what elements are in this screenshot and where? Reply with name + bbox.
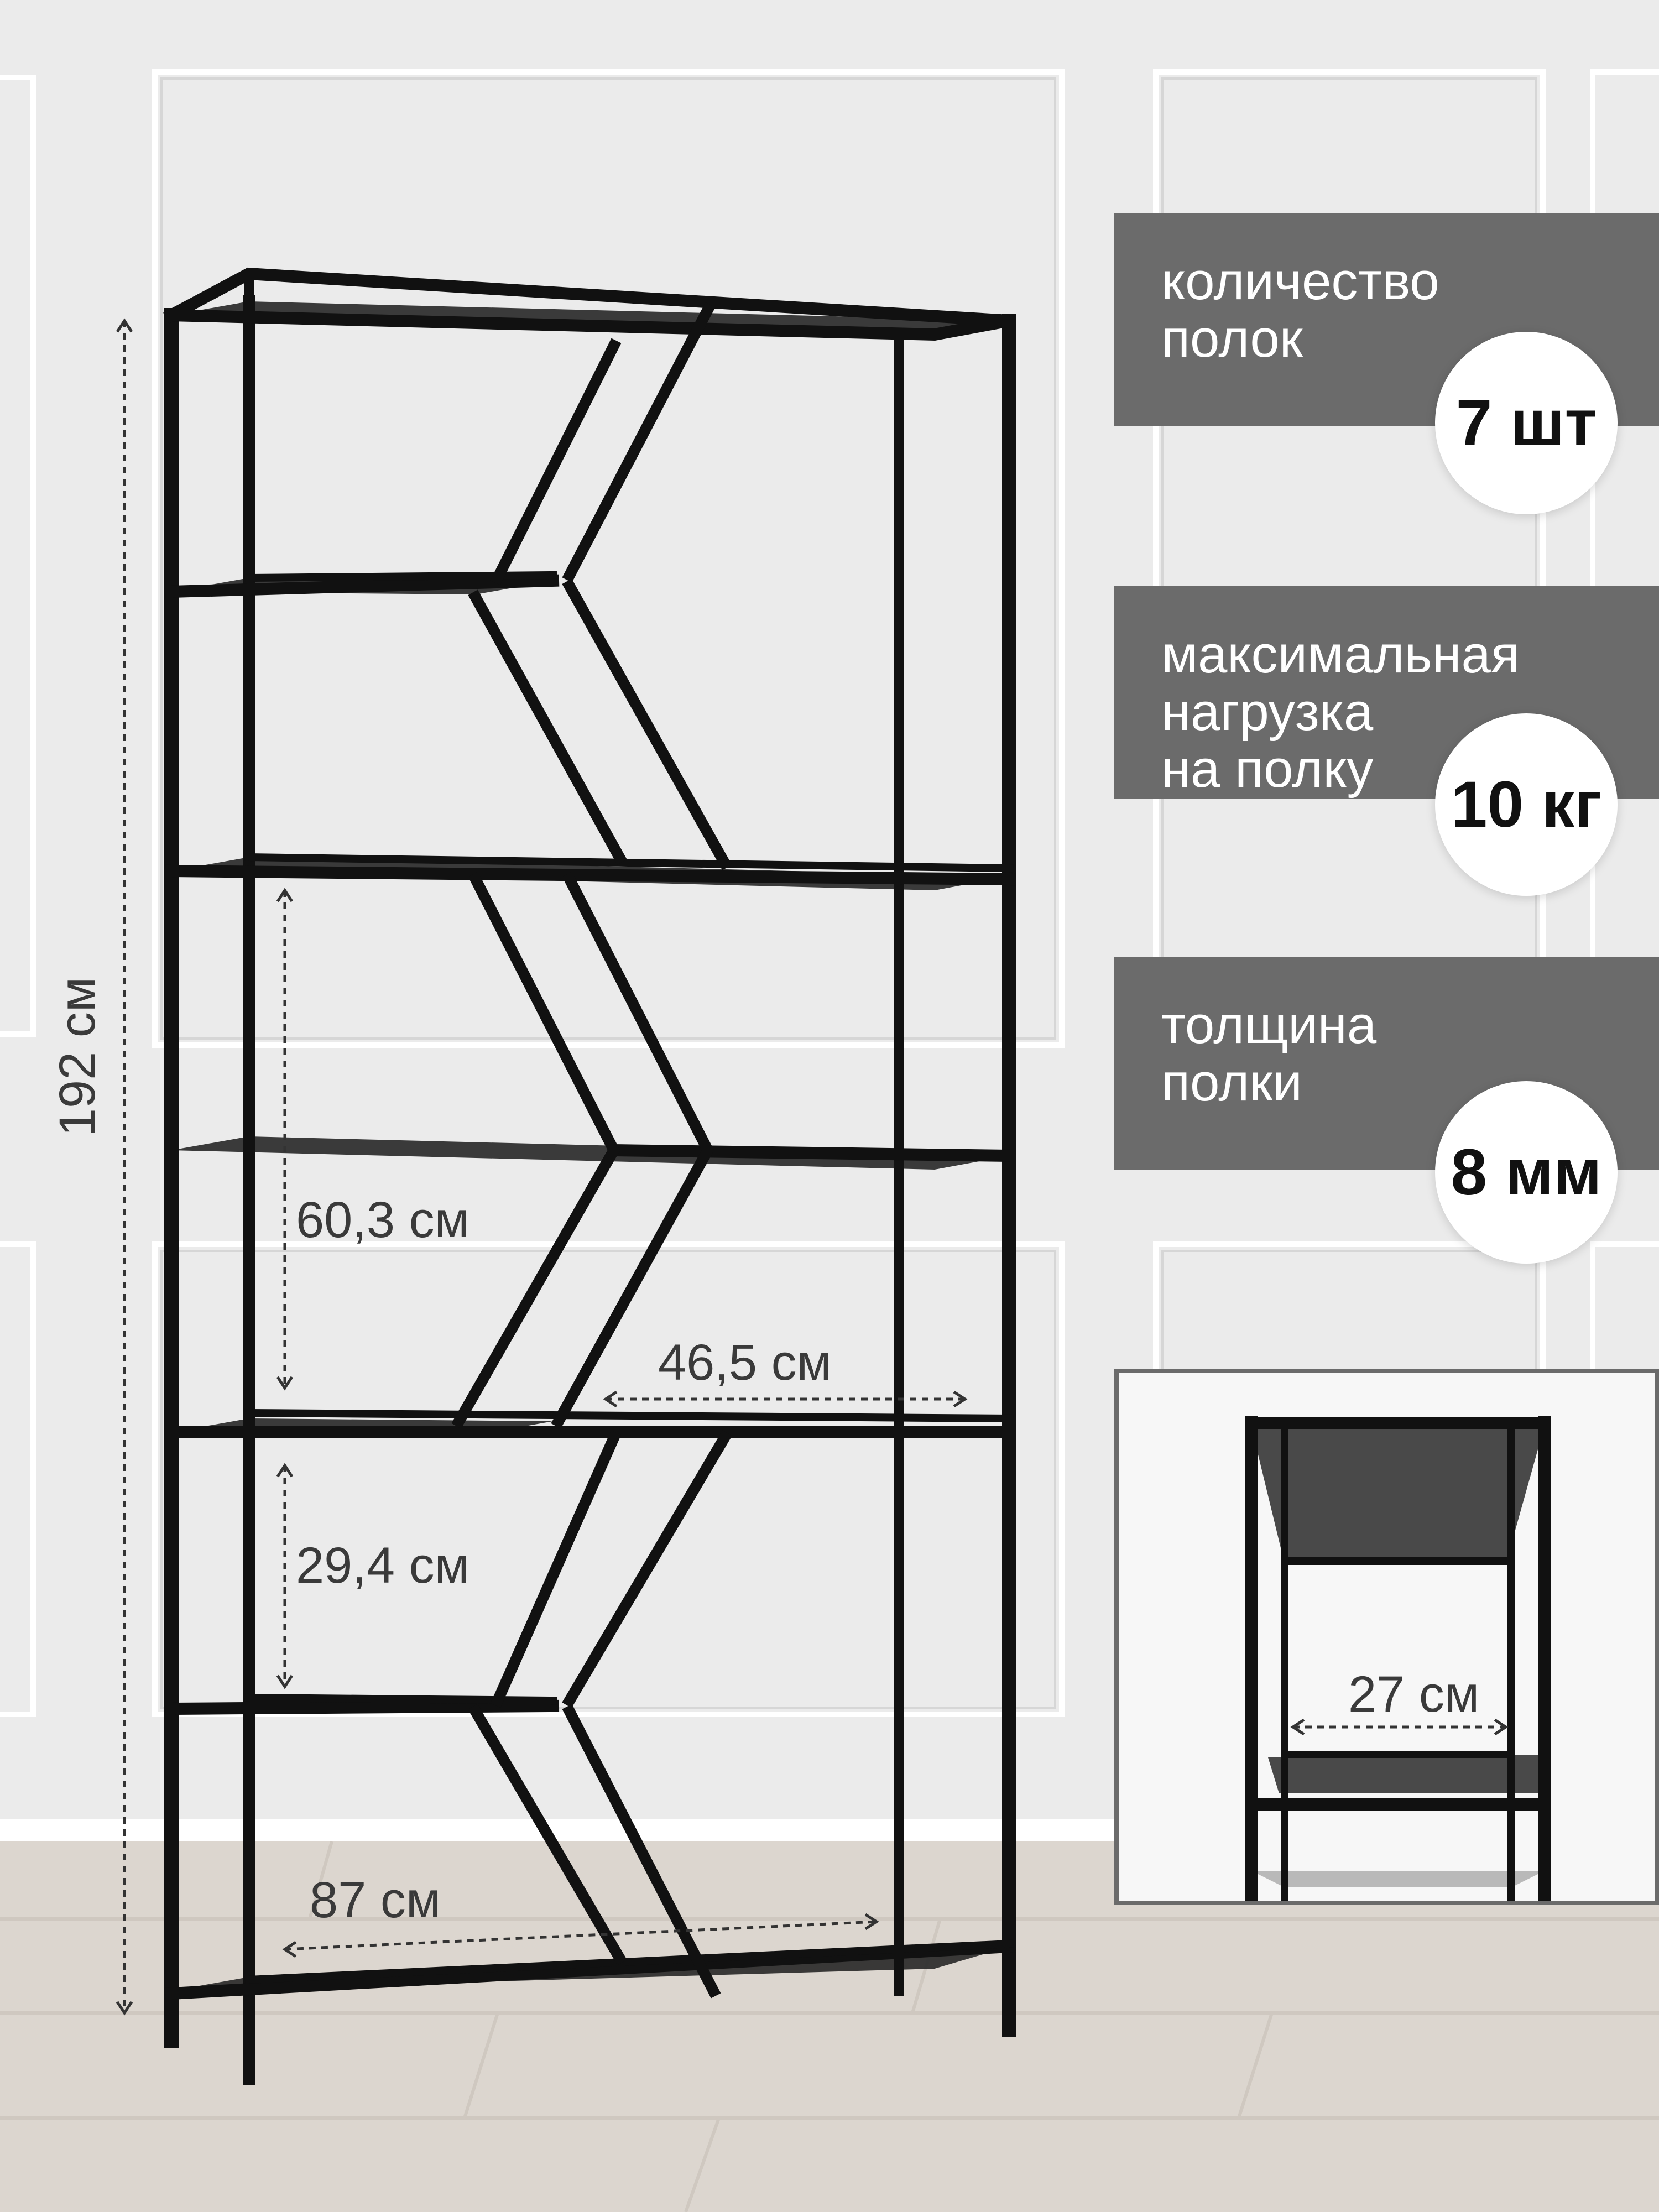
side-view-inset: 27 см <box>1114 1369 1659 1905</box>
shelf-frame <box>163 267 1016 2085</box>
spec-label-line: на полку <box>1161 739 1374 799</box>
floor-planks <box>0 1841 1659 2212</box>
spec-value-badge: 10 кг <box>1435 713 1618 896</box>
height-total-label: 192 см <box>49 977 106 1137</box>
inner-width-label: 46,5 см <box>658 1334 832 1391</box>
spec-label-line: полок <box>1161 309 1303 368</box>
width-arrow <box>284 1920 877 1951</box>
shelf-gap-large-label: 60,3 см <box>296 1192 469 1248</box>
spec-label-line: количество <box>1161 252 1439 311</box>
side-view-illustration <box>1245 1416 1551 1901</box>
spec-label-line: максимальная <box>1161 625 1520 684</box>
dimension-arrows <box>123 321 965 2013</box>
spec-value-badge: 7 шт <box>1435 332 1618 514</box>
spec-label-line: толщина <box>1161 995 1377 1055</box>
spec-label-line: нагрузка <box>1161 682 1374 742</box>
width-label: 87 см <box>310 1872 441 1928</box>
depth-label: 27 см <box>1348 1666 1480 1723</box>
shelf-gap-small-label: 29,4 см <box>296 1537 469 1594</box>
spec-label-line: полки <box>1161 1052 1302 1112</box>
arrowheads <box>116 318 968 2016</box>
spec-value-badge: 8 мм <box>1435 1081 1618 1264</box>
